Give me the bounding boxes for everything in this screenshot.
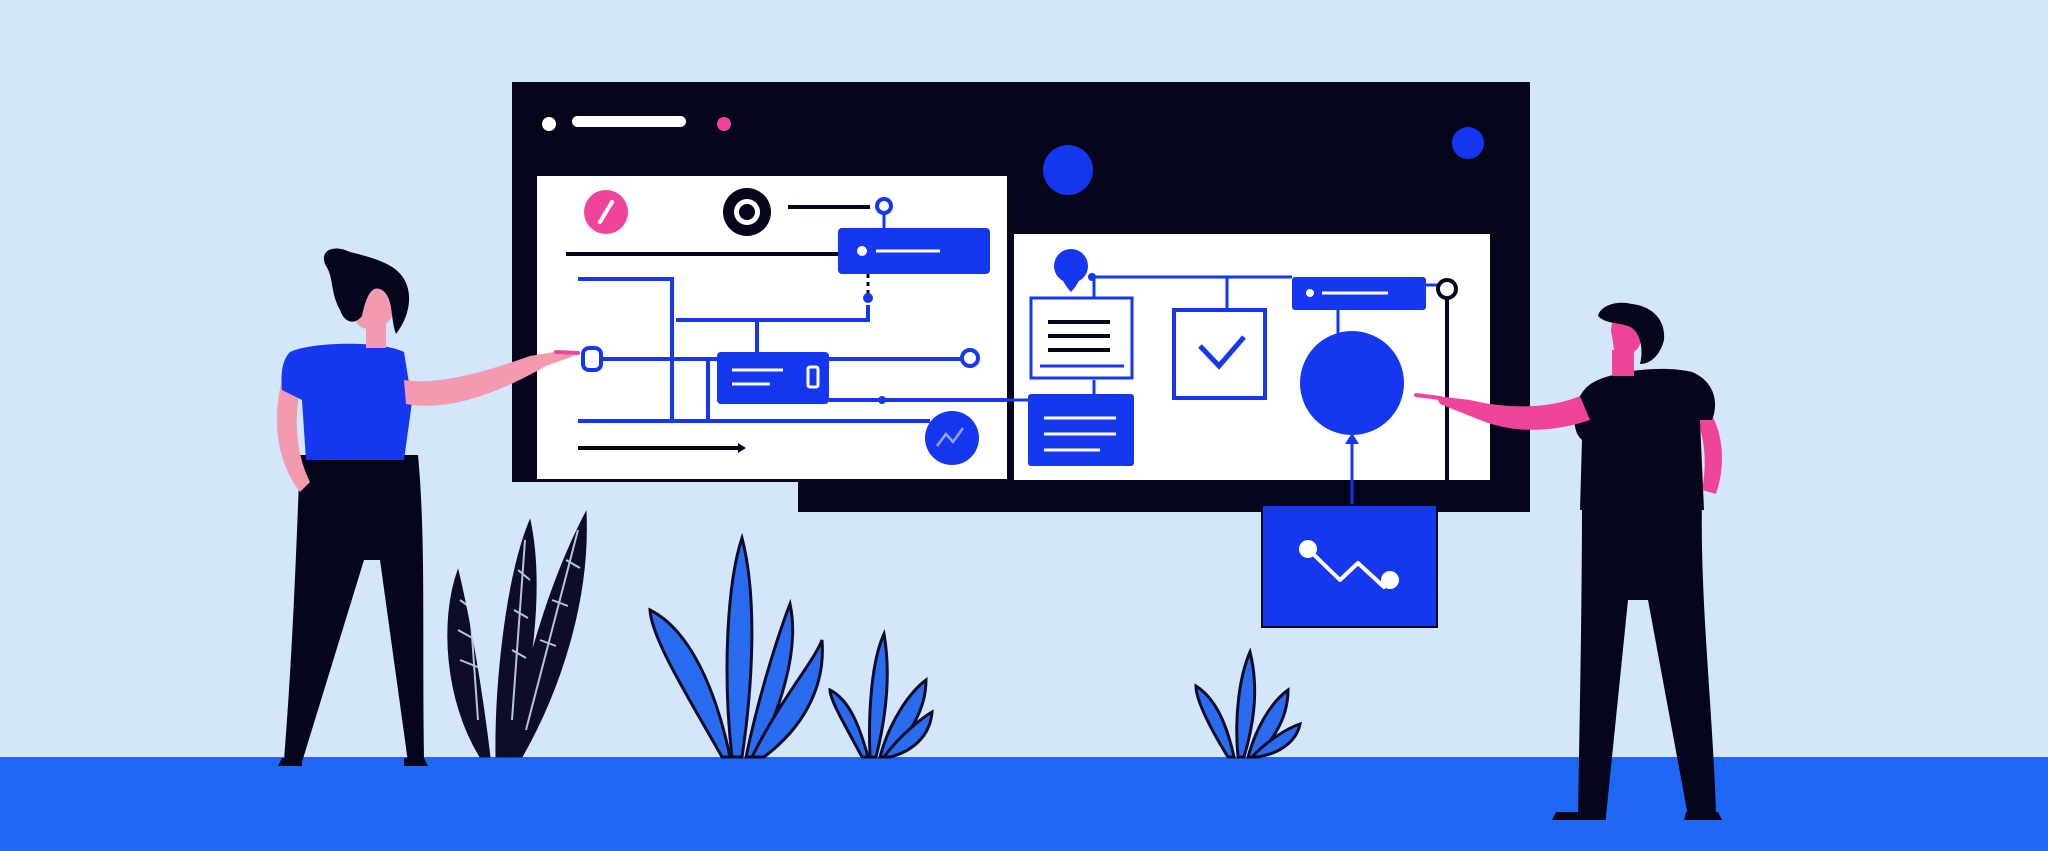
node-circle-large — [1300, 331, 1404, 435]
man-hair — [1598, 302, 1665, 364]
plant-blue-small — [828, 628, 934, 759]
woman-presenter — [276, 248, 580, 766]
left-panel — [537, 176, 1030, 479]
woman-hair — [323, 248, 410, 334]
node-right-handle — [960, 348, 980, 368]
node-block-text — [1028, 394, 1134, 466]
document-icon — [1029, 296, 1134, 380]
chart-badge-icon — [925, 411, 979, 465]
woman-shirt — [281, 343, 412, 460]
plant-blue-large — [648, 532, 824, 759]
node-block-top — [838, 228, 990, 274]
right-connectors — [1008, 277, 1340, 402]
line-chart-icon — [1299, 540, 1399, 589]
target-icon — [723, 188, 771, 236]
dot-pink-icon — [717, 117, 731, 131]
node-block-header — [1292, 277, 1426, 310]
plant-blue-right — [1194, 647, 1302, 759]
compass-icon — [584, 190, 628, 234]
blue-dot-icon — [1043, 145, 1093, 195]
chart-popup — [1261, 480, 1438, 628]
woman-legs — [284, 455, 424, 762]
dashboard-board — [512, 82, 1530, 628]
dot-white-icon — [542, 117, 556, 131]
node-left-handle — [581, 346, 603, 372]
title-bar-line — [572, 116, 686, 127]
checkbox-icon — [1172, 308, 1267, 400]
right-panel — [1008, 234, 1490, 505]
man-presenter — [1414, 302, 1723, 820]
blue-dot-small-icon — [1452, 127, 1484, 159]
woman-pointing-arm — [404, 350, 574, 406]
node-block-middle — [717, 352, 829, 404]
man-shirt — [1574, 368, 1716, 510]
plant-dark-left — [447, 510, 587, 758]
man-legs — [1578, 500, 1716, 816]
circuit-lines — [578, 277, 1030, 423]
location-pin-icon — [1054, 249, 1088, 292]
man-pointing-arm — [1436, 396, 1590, 430]
